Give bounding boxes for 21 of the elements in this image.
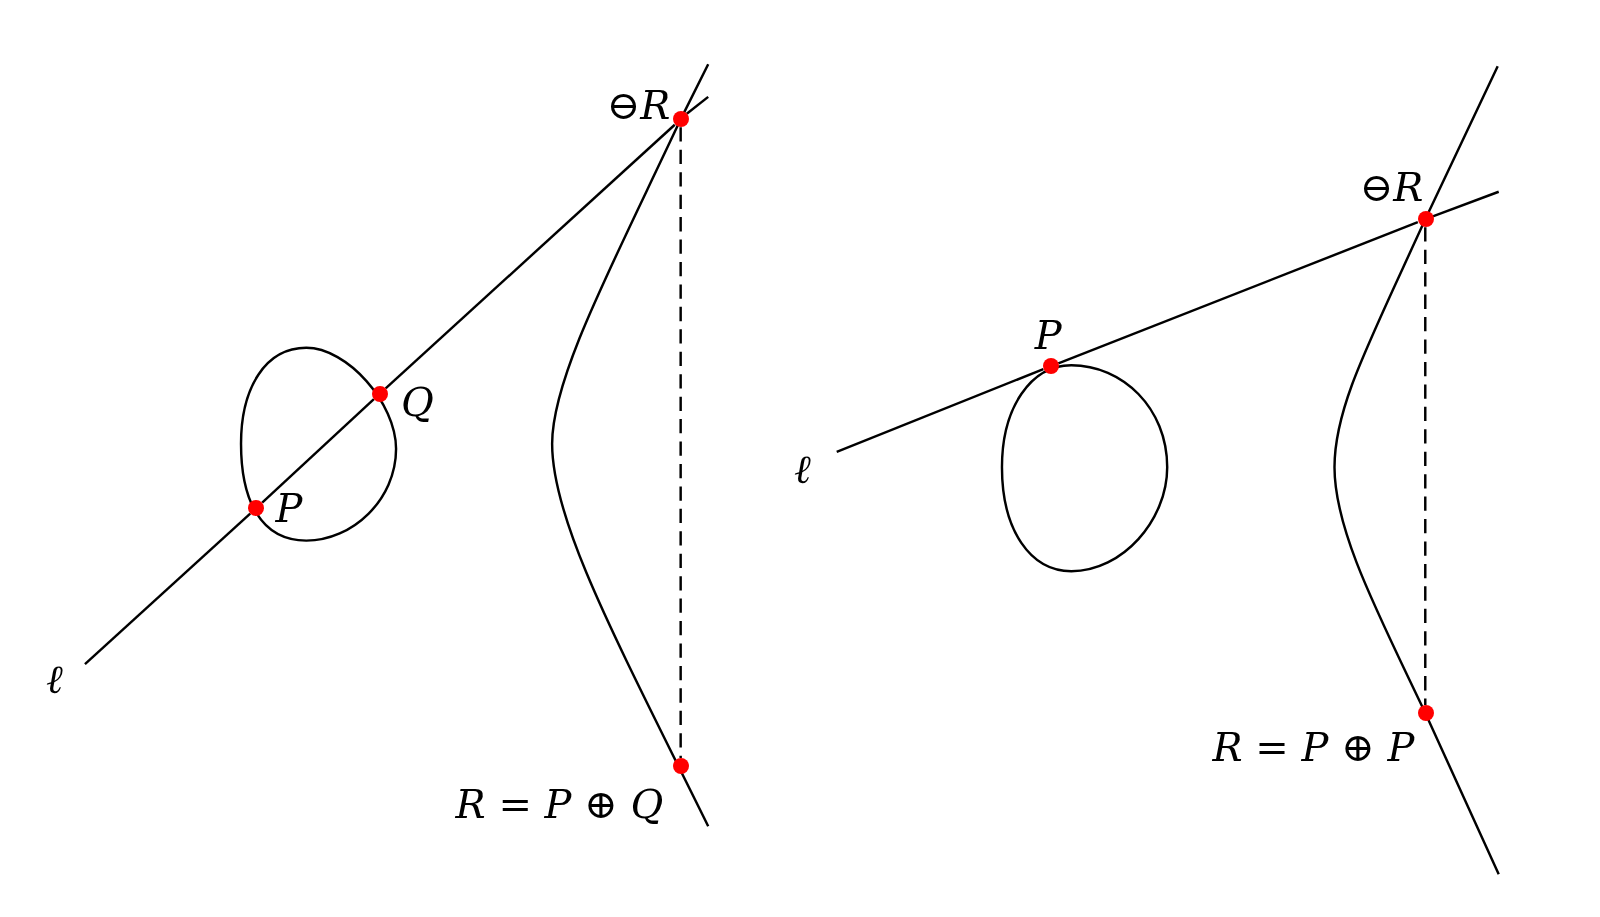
- connector-line: [1057, 221, 1419, 365]
- point-label: P: [275, 486, 303, 531]
- point-marker: [371, 385, 388, 402]
- point-marker: [248, 500, 265, 517]
- point-marker: [672, 758, 689, 775]
- point-marker: [1417, 705, 1434, 722]
- point-marker: [672, 111, 689, 128]
- dashed-line: [1424, 227, 1427, 705]
- point-label: R = P ⊕ P: [1212, 724, 1415, 769]
- point-label: ⊖R: [1359, 164, 1424, 209]
- point-label: ⊖R: [606, 83, 671, 128]
- connector-line: [261, 398, 375, 504]
- point-marker: [1043, 358, 1059, 375]
- point-label: Q: [401, 380, 434, 425]
- point-label: R = P ⊕ Q: [455, 782, 664, 827]
- line-label: ℓ: [793, 447, 811, 492]
- point-marker: [1417, 211, 1434, 228]
- dashed-line: [679, 127, 682, 759]
- point-label: P: [1034, 312, 1062, 357]
- connector-line: [384, 123, 676, 390]
- line-label: ℓ: [45, 656, 63, 701]
